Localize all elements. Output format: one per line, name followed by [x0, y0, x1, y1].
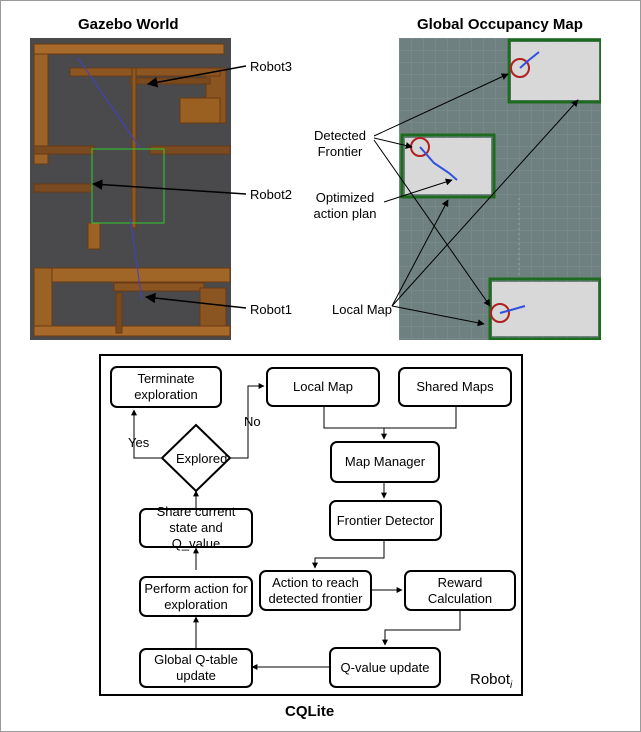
detected-frontier-label: Detected Frontier [305, 128, 375, 160]
robot-i-label: Roboti [470, 671, 512, 691]
robot2-label: Robot2 [250, 187, 292, 202]
terminate-line2: exploration [134, 387, 198, 402]
cqlite-flowchart-frame [99, 354, 523, 696]
local-map-node: Local Map [266, 367, 380, 407]
reward-line2: Calculation [427, 590, 493, 606]
robot1-label: Robot1 [250, 302, 292, 317]
optimized-line2: action plan [313, 206, 377, 221]
perform-action-node: Perform action for exploration [139, 576, 253, 617]
robot3-label: Robot3 [250, 59, 292, 74]
yes-label: Yes [128, 435, 150, 450]
robot3-arrow [146, 65, 247, 88]
global-occupancy-map [399, 38, 601, 340]
action-to-frontier-node: Action to reach detected frontier [259, 570, 372, 611]
robot-subscript: i [510, 680, 513, 691]
frontier-detector-node: Frontier Detector [329, 500, 442, 541]
perform-line2: exploration [164, 596, 228, 612]
global-qtable-node: Global Q-table update [139, 648, 253, 688]
gazebo-walls [33, 43, 231, 337]
localmap-arrow-2 [391, 99, 579, 307]
robot-path-line-2 [129, 217, 143, 301]
frontier-arrow-1 [373, 73, 509, 137]
reward-calculation-node: Reward Calculation [404, 570, 516, 611]
local-map-label: Local Map [332, 302, 392, 317]
detected-frontier-line1: Detected [313, 128, 367, 143]
robot1-arrow [144, 292, 247, 309]
explored-label: Explored [176, 451, 228, 466]
local-map-robot3 [507, 38, 601, 104]
local-map-robot1 [488, 277, 601, 340]
localmap-arrow-1 [391, 199, 449, 307]
no-label: No [244, 414, 261, 429]
optimized-action-plan-label: Optimized action plan [305, 190, 385, 222]
share-line1: Share current [156, 504, 236, 519]
gazebo-title: Gazebo World [78, 16, 179, 33]
shared-maps-node: Shared Maps [398, 367, 512, 407]
terminate-exploration-node: Terminate exploration [110, 366, 222, 408]
robot-label-text: Robot [470, 671, 511, 688]
share-state-node: Share current state and Q_value [139, 504, 253, 551]
optimized-line1: Optimized [315, 190, 375, 205]
qtable-line2: update [176, 668, 216, 683]
robot2-arrow [91, 179, 247, 195]
share-line2: state and Q_value [169, 520, 223, 551]
qvalue-update-node: Q-value update [329, 647, 441, 688]
terminate-line1: Terminate [137, 371, 195, 386]
explored-decision-diamond [160, 423, 232, 493]
action-line1: Action to reach [272, 574, 359, 590]
global-map-title: Global Occupancy Map [417, 16, 583, 33]
qtable-line1: Global Q-table [154, 652, 238, 667]
map-manager-node: Map Manager [330, 441, 440, 483]
localmap-arrow-3 [391, 305, 485, 327]
action-line2: detected frontier [268, 590, 363, 606]
robot-path-line [77, 57, 141, 149]
frontier-arrow-2 [373, 137, 413, 149]
cqlite-title: CQLite [285, 703, 335, 720]
detected-frontier-line2: Frontier [317, 144, 363, 159]
optimized-arrow [383, 178, 453, 203]
gazebo-world-view [30, 38, 231, 340]
reward-line1: Reward [437, 574, 483, 590]
perform-line1: Perform action for [144, 580, 248, 596]
frontier-arrow-3 [373, 139, 491, 307]
